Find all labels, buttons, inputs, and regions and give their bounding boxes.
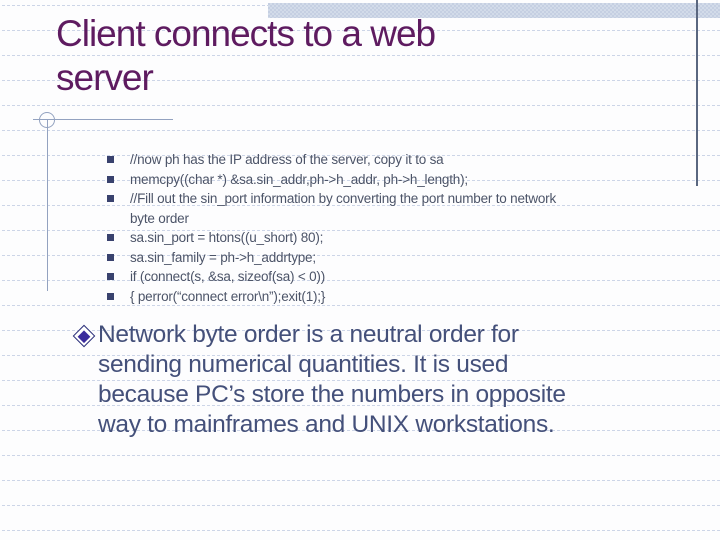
code-line: { perror(“connect error\n”);exit(1);} [130, 288, 326, 304]
compass-circle-icon [39, 112, 55, 128]
crosshair-vertical-line [47, 119, 48, 291]
body-paragraph: Network byte order is a neutral order fo… [98, 321, 566, 438]
square-bullet-icon [107, 234, 114, 241]
code-bullet-item: //now ph has the IP address of the serve… [107, 150, 707, 170]
code-line: if (connect(s, &sa, sizeof(sa) < 0)) [130, 269, 325, 284]
square-bullet-icon [107, 253, 114, 261]
code-bullet-item: //Fill out the sin_port information by c… [107, 189, 707, 228]
code-bullet-item: if (connect(s, &sa, sizeof(sa) < 0)) [107, 267, 707, 287]
code-bullet-item: sa.sin_port = htons((u_short) 80); [107, 228, 707, 248]
square-bullet-icon [107, 273, 114, 280]
code-line: sa.sin_port = htons((u_short) 80); [130, 230, 324, 245]
code-bullet-item: sa.sin_family = ph->h_addrtype; [107, 248, 707, 268]
slide-title: Client connects to a web server [56, 13, 436, 98]
top-band-decoration [268, 3, 720, 18]
square-bullet-icon [107, 156, 114, 163]
diamond-bullet-icon [72, 324, 96, 348]
accent-vertical-line [696, 0, 698, 186]
code-bullet-list: //now ph has the IP address of the serve… [107, 150, 707, 306]
square-bullet-icon [107, 175, 114, 183]
code-line: //now ph has the IP address of the serve… [130, 152, 444, 167]
code-line: sa.sin_family = ph->h_addrtype; [130, 249, 316, 265]
code-bullet-item: { perror(“connect error\n”);exit(1);} [107, 287, 707, 307]
diamond-bullet-inner [77, 329, 91, 343]
square-bullet-icon [107, 292, 114, 300]
crosshair-horizontal-line [33, 119, 173, 120]
code-line: //Fill out the sin_port information by c… [130, 191, 557, 226]
square-bullet-icon [107, 195, 114, 202]
code-line: memcpy((char *) &sa.sin_addr,ph->h_addr,… [130, 171, 468, 187]
code-bullet-item: memcpy((char *) &sa.sin_addr,ph->h_addr,… [107, 170, 707, 190]
